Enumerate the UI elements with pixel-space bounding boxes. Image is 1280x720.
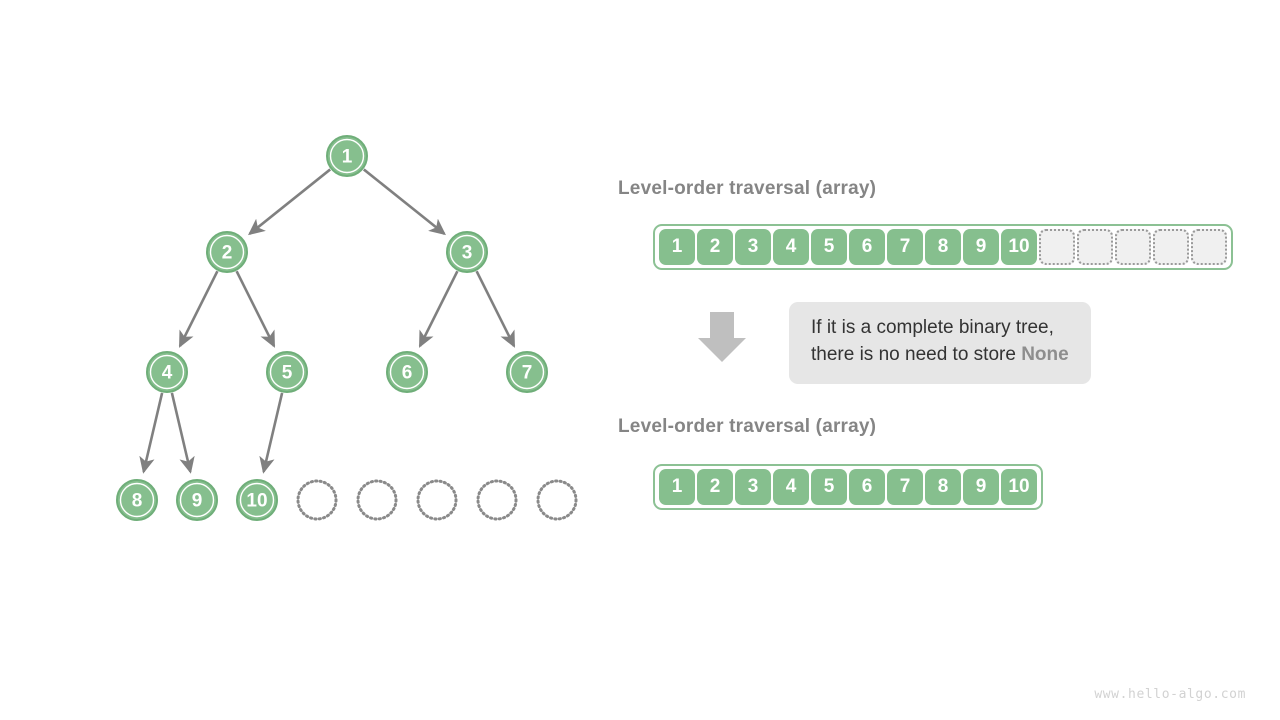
tree-node[interactable]: 8 — [116, 479, 158, 521]
tree-node-label: 6 — [402, 363, 413, 384]
watermark: www.hello-algo.com — [1094, 687, 1246, 702]
tree-node-circle — [266, 351, 308, 393]
array-cell[interactable]: 10 — [1001, 469, 1037, 505]
tree-node-circle — [386, 351, 428, 393]
tree-edge — [170, 392, 195, 474]
tree-node-inner-ring — [119, 482, 155, 518]
array-cell[interactable]: 1 — [659, 469, 695, 505]
tree-node-label: 10 — [246, 491, 267, 512]
tree-edge — [178, 270, 219, 348]
array-cell[interactable]: 4 — [773, 469, 809, 505]
array-cell[interactable]: 7 — [887, 229, 923, 265]
note-line-1: If it is a complete binary tree, — [811, 317, 1054, 338]
tree-node-inner-ring — [239, 482, 275, 518]
tree-node-placeholder-circle — [536, 479, 578, 521]
tree-node-label: 9 — [192, 491, 203, 512]
note-line-2: there is no need to store None — [811, 342, 1069, 369]
array-cell-empty[interactable] — [1077, 229, 1113, 265]
tree-node-circle — [506, 351, 548, 393]
bottom-array-heading: Level-order traversal (array) — [618, 416, 877, 437]
down-arrow-icon — [698, 312, 746, 362]
note-line-2-prefix: there is no need to store — [811, 343, 1022, 365]
tree-node-empty[interactable] — [476, 479, 518, 521]
tree-edge — [235, 270, 276, 348]
array-cell[interactable]: 8 — [925, 229, 961, 265]
array-cell[interactable]: 3 — [735, 229, 771, 265]
tree-node-placeholder-circle — [476, 479, 518, 521]
note-highlight-none: None — [1021, 343, 1069, 365]
tree-edge — [259, 392, 284, 474]
tree-node[interactable]: 3 — [446, 231, 488, 273]
tree-node-label: 2 — [222, 243, 233, 264]
top-array-heading: Level-order traversal (array) — [618, 178, 877, 199]
array-cell[interactable]: 5 — [811, 229, 847, 265]
array-cell-empty[interactable] — [1153, 229, 1189, 265]
tree-node[interactable]: 7 — [506, 351, 548, 393]
tree-node-circle — [446, 231, 488, 273]
tree-node[interactable]: 4 — [146, 351, 188, 393]
array-cell[interactable]: 9 — [963, 229, 999, 265]
tree-node-inner-ring — [449, 234, 485, 270]
tree-node-inner-ring — [149, 354, 185, 390]
binary-tree-diagram: 1 2 3 4 5 6 7 8 9 10 — [116, 135, 578, 521]
tree-node-layer: 1 2 3 4 5 6 7 8 9 10 — [116, 135, 578, 521]
array-cell[interactable]: 6 — [849, 229, 885, 265]
tree-node-inner-ring — [389, 354, 425, 390]
tree-node[interactable]: 10 — [236, 479, 278, 521]
array-cell[interactable]: 2 — [697, 469, 733, 505]
tree-node-circle — [206, 231, 248, 273]
array-cell[interactable]: 9 — [963, 469, 999, 505]
tree-node[interactable]: 2 — [206, 231, 248, 273]
array-cell[interactable]: 6 — [849, 469, 885, 505]
tree-node-label: 7 — [522, 363, 533, 384]
array-cell[interactable]: 2 — [697, 229, 733, 265]
tree-node[interactable]: 5 — [266, 351, 308, 393]
tree-node-circle — [146, 351, 188, 393]
tree-node-empty[interactable] — [296, 479, 338, 521]
tree-edge — [418, 270, 459, 348]
tree-node-label: 3 — [462, 243, 473, 264]
tree-node-inner-ring — [209, 234, 245, 270]
tree-node-circle — [116, 479, 158, 521]
tree-node-empty[interactable] — [356, 479, 398, 521]
tree-node-placeholder-circle — [356, 479, 398, 521]
note-box: If it is a complete binary tree, there i… — [789, 302, 1091, 384]
tree-node-inner-ring — [329, 138, 365, 174]
array-cell-empty[interactable] — [1039, 229, 1075, 265]
tree-node-label: 4 — [162, 363, 173, 384]
tree-node-placeholder-circle — [296, 479, 338, 521]
array-cell-empty[interactable] — [1191, 229, 1227, 265]
tree-node[interactable]: 1 — [326, 135, 368, 177]
array-cell[interactable]: 3 — [735, 469, 771, 505]
tree-edge — [475, 270, 516, 348]
tree-node-label: 8 — [132, 491, 143, 512]
tree-node-placeholder-circle — [416, 479, 458, 521]
tree-node-inner-ring — [269, 354, 305, 390]
tree-edge — [362, 168, 446, 236]
array-cell[interactable]: 4 — [773, 229, 809, 265]
tree-node-empty[interactable] — [536, 479, 578, 521]
array-cell[interactable]: 8 — [925, 469, 961, 505]
tree-node-label: 5 — [282, 363, 293, 384]
array-cell[interactable]: 1 — [659, 229, 695, 265]
tree-node[interactable]: 6 — [386, 351, 428, 393]
tree-edge — [139, 392, 164, 474]
tree-edge-layer — [139, 168, 516, 474]
tree-node-inner-ring — [509, 354, 545, 390]
tree-node-circle — [176, 479, 218, 521]
tree-node-circle — [326, 135, 368, 177]
array-cell[interactable]: 5 — [811, 469, 847, 505]
array-cell[interactable]: 7 — [887, 469, 923, 505]
tree-node-inner-ring — [179, 482, 215, 518]
tree-edge — [248, 168, 332, 236]
array-cell[interactable]: 10 — [1001, 229, 1037, 265]
tree-node-circle — [236, 479, 278, 521]
array-cell-empty[interactable] — [1115, 229, 1151, 265]
tree-node-empty[interactable] — [416, 479, 458, 521]
tree-node-label: 1 — [342, 147, 353, 168]
tree-node[interactable]: 9 — [176, 479, 218, 521]
